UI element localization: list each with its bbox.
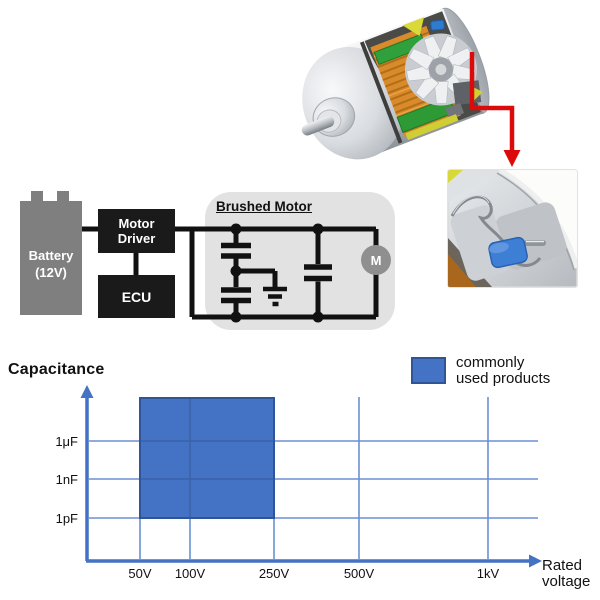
chart-gridlines: [89, 397, 538, 559]
motor-capacitor-blue: [430, 19, 445, 31]
y-axis-arrowhead-icon: [80, 385, 94, 398]
motor-symbol: M: [361, 245, 391, 275]
chart-axes: [80, 385, 542, 568]
motor-shaft: [301, 116, 335, 136]
detail-capacitor-blue: [488, 236, 528, 269]
chart-graphics: [80, 357, 542, 568]
x-axis-title: Rated voltage: [542, 558, 590, 590]
x-tick-250V: 250V: [258, 566, 290, 581]
motor-driver-label-line2: Driver: [117, 231, 156, 246]
legend-label: commonly used products: [456, 355, 550, 386]
y-tick-1uF: 1μF: [55, 434, 78, 449]
x-tick-1kV: 1kV: [476, 566, 500, 581]
x-tick-100V: 100V: [174, 566, 206, 581]
ecu-block: ECU: [98, 275, 175, 318]
battery-label-line1: Battery: [28, 248, 74, 263]
motor-driver-label-line1: Motor: [118, 216, 155, 231]
red-arrowhead-icon: [503, 150, 521, 167]
capacitor-detail-photo: [447, 169, 578, 288]
legend-label-line2: used products: [456, 369, 551, 387]
chart-y-axis-title: Capacitance: [8, 361, 105, 378]
chart-region-commonly-used: [139, 397, 275, 519]
battery-terminal-left: [31, 191, 43, 202]
x-axis-title-line1: Rated: [542, 557, 583, 574]
legend-label-line1: commonly: [456, 354, 525, 371]
brushed-motor-title: Brushed Motor: [216, 199, 312, 214]
x-axis-title-line2: voltage: [542, 573, 591, 590]
y-tick-1pF: 1pF: [55, 511, 78, 526]
chart-grid-over-region: [141, 399, 273, 517]
battery-block: Battery (12V): [20, 201, 82, 315]
motor-driver-block: Motor Driver: [98, 209, 175, 253]
x-tick-500V: 500V: [343, 566, 375, 581]
rotor-spoke-wheel: [404, 33, 477, 106]
battery-label-line2: (12V): [35, 265, 67, 280]
x-axis-arrowhead-icon: [529, 554, 542, 568]
motor-cutaway-render: [301, 7, 490, 160]
legend-swatch: [411, 357, 446, 384]
red-callout-arrow: [469, 52, 521, 167]
battery-terminal-right: [57, 191, 69, 202]
x-tick-50V: 50V: [128, 566, 152, 581]
y-tick-1nF: 1nF: [55, 472, 78, 487]
